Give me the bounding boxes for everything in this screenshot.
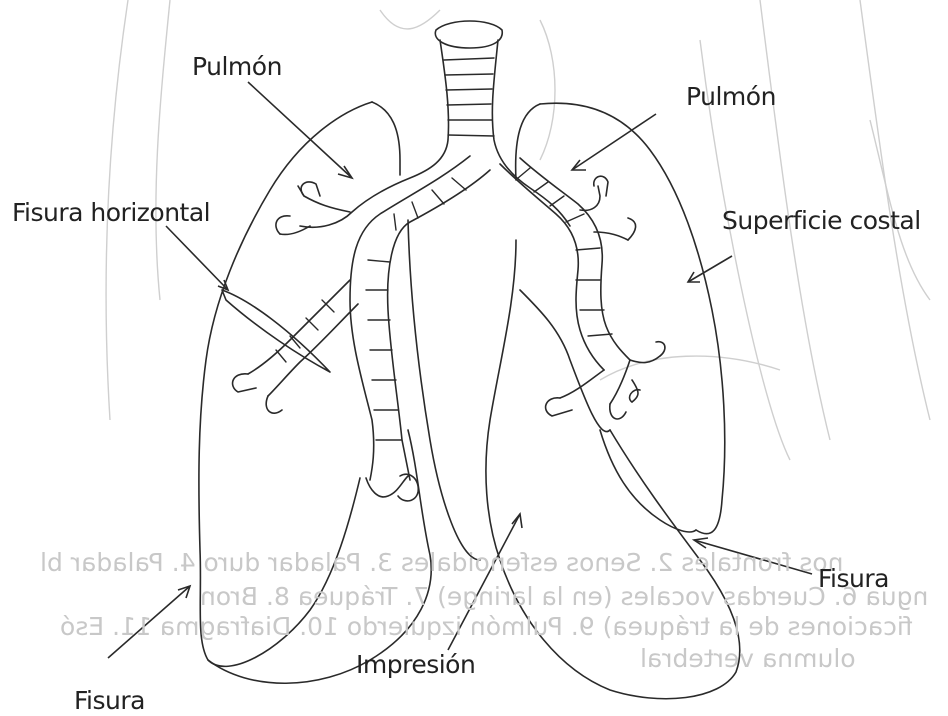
trachea [300,21,570,227]
label-impresion: Impresión [356,650,475,679]
label-pulmon-right: Pulmón [686,82,776,111]
right-lung-outline [540,103,725,534]
left-bronchus [233,156,490,501]
mediastinal-line [408,220,480,560]
label-pulmon-left: Pulmón [192,52,282,81]
horizontal-fissure [222,290,330,372]
label-fisura-horizontal: Fisura horizontal [12,198,210,227]
bleed-through-line-3: ficaciones de la tráquea) 9. Pulmón izqu… [60,612,913,641]
bleed-through-line-4: olumna vertebral [640,644,856,673]
right-lung-medial-border [516,104,540,180]
left-lung-medial-border [372,102,400,175]
label-fisura-left: Fisura [74,686,145,715]
oblique-fissure-right [600,430,696,532]
label-fisura-right: Fisura [818,564,889,593]
label-superficie-costal: Superficie costal [722,206,921,235]
right-bronchus [500,158,665,419]
bleed-through-line-1: nos frontales 2. Senos esfenoidales 3. P… [40,548,844,577]
